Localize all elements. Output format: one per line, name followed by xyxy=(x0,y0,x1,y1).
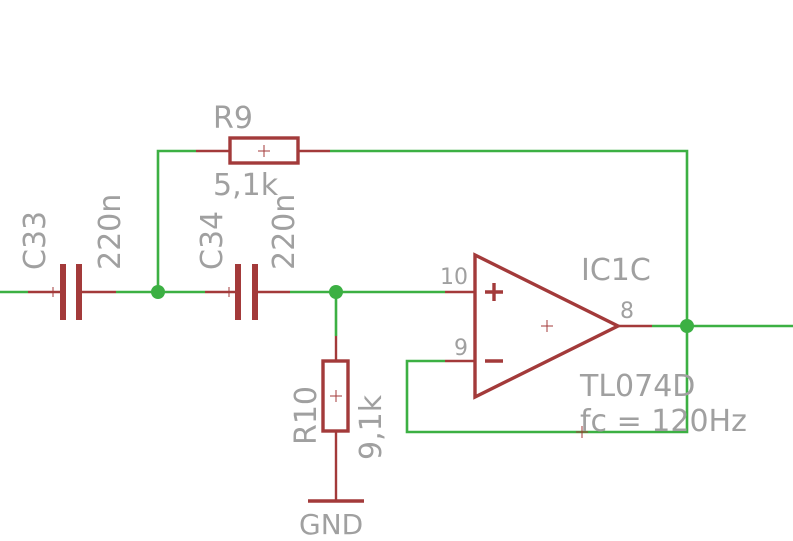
capacitor-plate xyxy=(76,264,82,320)
junction-dot xyxy=(329,285,343,299)
wire-feedback-right xyxy=(330,149,689,326)
capacitor-c33[interactable] xyxy=(28,264,116,320)
c33-value-label: 220n xyxy=(93,194,128,270)
resistor-body xyxy=(321,359,350,433)
r10-name-label: R10 xyxy=(289,386,324,445)
wire-feedback-left xyxy=(156,149,196,292)
opamp-pin10-label: 10 xyxy=(440,265,468,290)
capacitor-plate xyxy=(235,264,241,320)
junctions xyxy=(151,285,694,333)
resistor-r9[interactable] xyxy=(196,136,330,165)
opamp-ic1c[interactable] xyxy=(445,252,652,438)
capacitor-plate xyxy=(60,264,66,320)
c34-value-label: 220n xyxy=(267,194,302,270)
junction-dot xyxy=(680,319,694,333)
opamp-pin8-label: 8 xyxy=(620,299,634,324)
capacitor-c34[interactable] xyxy=(205,264,290,320)
opamp-part-label: TL074D xyxy=(579,369,695,404)
ground-label: GND xyxy=(299,508,363,541)
resistor-body xyxy=(228,136,300,165)
opamp-triangle xyxy=(473,252,622,400)
wires xyxy=(0,149,793,434)
opamp-note-label: fc = 120Hz xyxy=(580,404,747,439)
resistor-r10[interactable] xyxy=(321,336,350,500)
c34-name-label: C34 xyxy=(195,211,230,270)
wire-inverting-feedback xyxy=(405,326,689,434)
opamp-name-label: IC1C xyxy=(581,253,651,288)
r9-name-label: R9 xyxy=(213,101,253,136)
r10-value-label: 9,1k xyxy=(354,394,389,460)
junction-dot xyxy=(151,285,165,299)
opamp-pin9-label: 9 xyxy=(454,336,468,361)
c33-name-label: C33 xyxy=(18,211,53,270)
r9-value-label: 5,1k xyxy=(213,168,279,203)
capacitor-plate xyxy=(252,264,258,320)
